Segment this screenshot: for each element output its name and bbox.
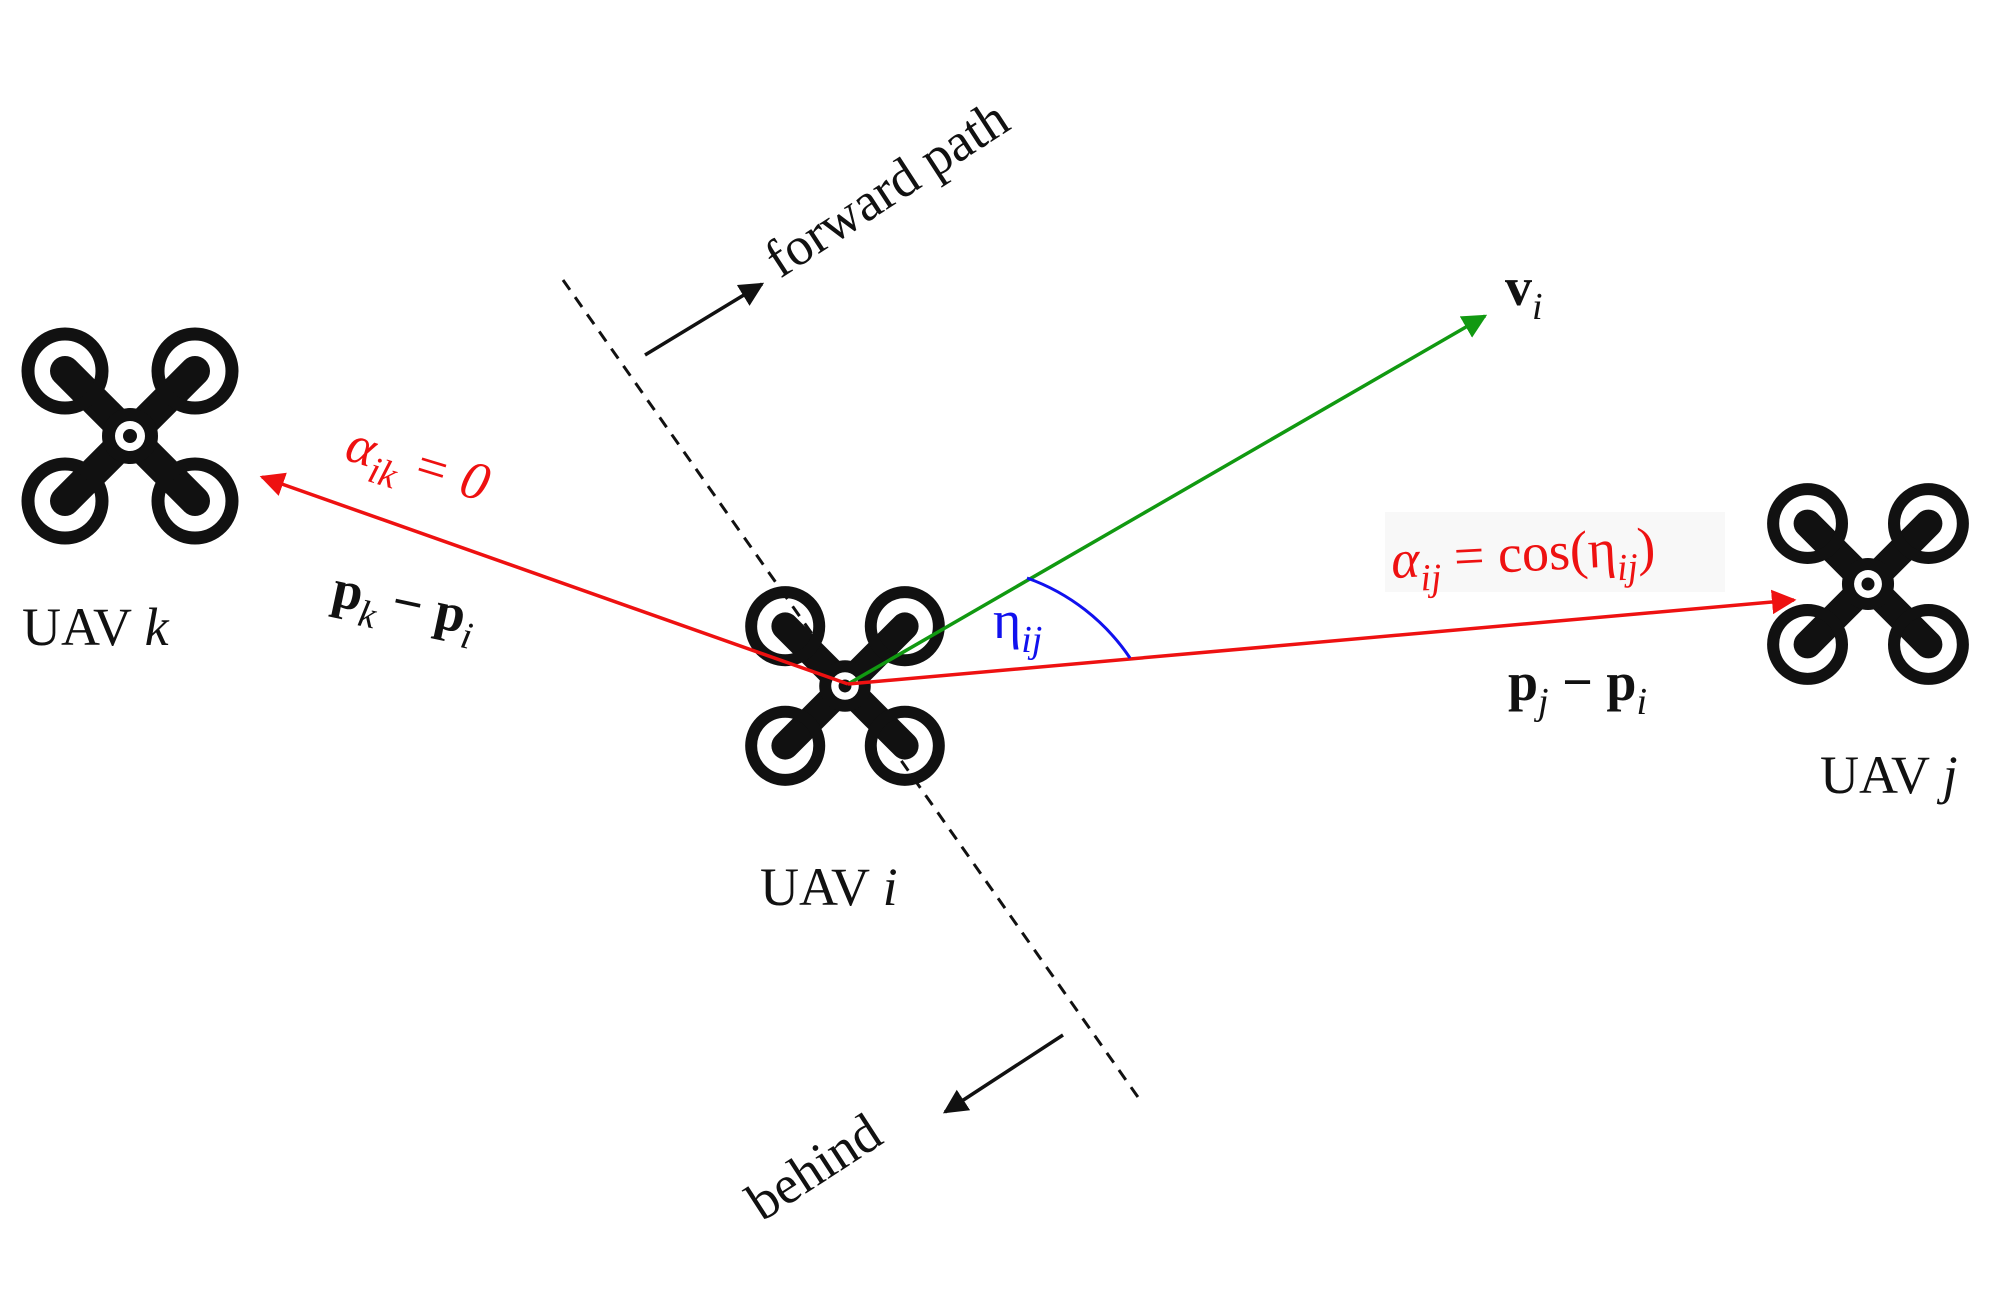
drone-icon-uav-j	[1773, 489, 1963, 679]
alpha-ij-label-background	[1385, 512, 1725, 592]
uav-j-label: UAV j	[1820, 745, 1958, 805]
uav-i-label: UAV i	[760, 857, 898, 917]
pk-minus-pi-label: pk − pi	[325, 558, 482, 658]
eta-angle-label: ηij	[993, 590, 1042, 661]
vector-pj-minus-pi	[847, 589, 1797, 686]
behind-label: behind	[736, 1102, 892, 1232]
velocity-label: vi	[1505, 257, 1543, 328]
drone-icon-uav-i	[751, 592, 939, 780]
forward-path-arrow	[644, 282, 765, 357]
velocity-vector	[847, 314, 1488, 686]
eta-angle-arc	[1026, 576, 1132, 659]
alpha-ij-label: αij = cos(ηij)	[1389, 516, 1657, 601]
behind-arrow	[942, 1033, 1064, 1114]
uav-k-label: UAV k	[22, 597, 170, 657]
vector-pk-minus-pi	[259, 472, 849, 686]
forward-path-label: forward path	[754, 88, 1019, 289]
alpha-ik-label: αik = 0	[336, 413, 497, 524]
pj-minus-pi-label: pj − pi	[1508, 652, 1647, 723]
drone-icon-uav-k	[28, 334, 232, 538]
